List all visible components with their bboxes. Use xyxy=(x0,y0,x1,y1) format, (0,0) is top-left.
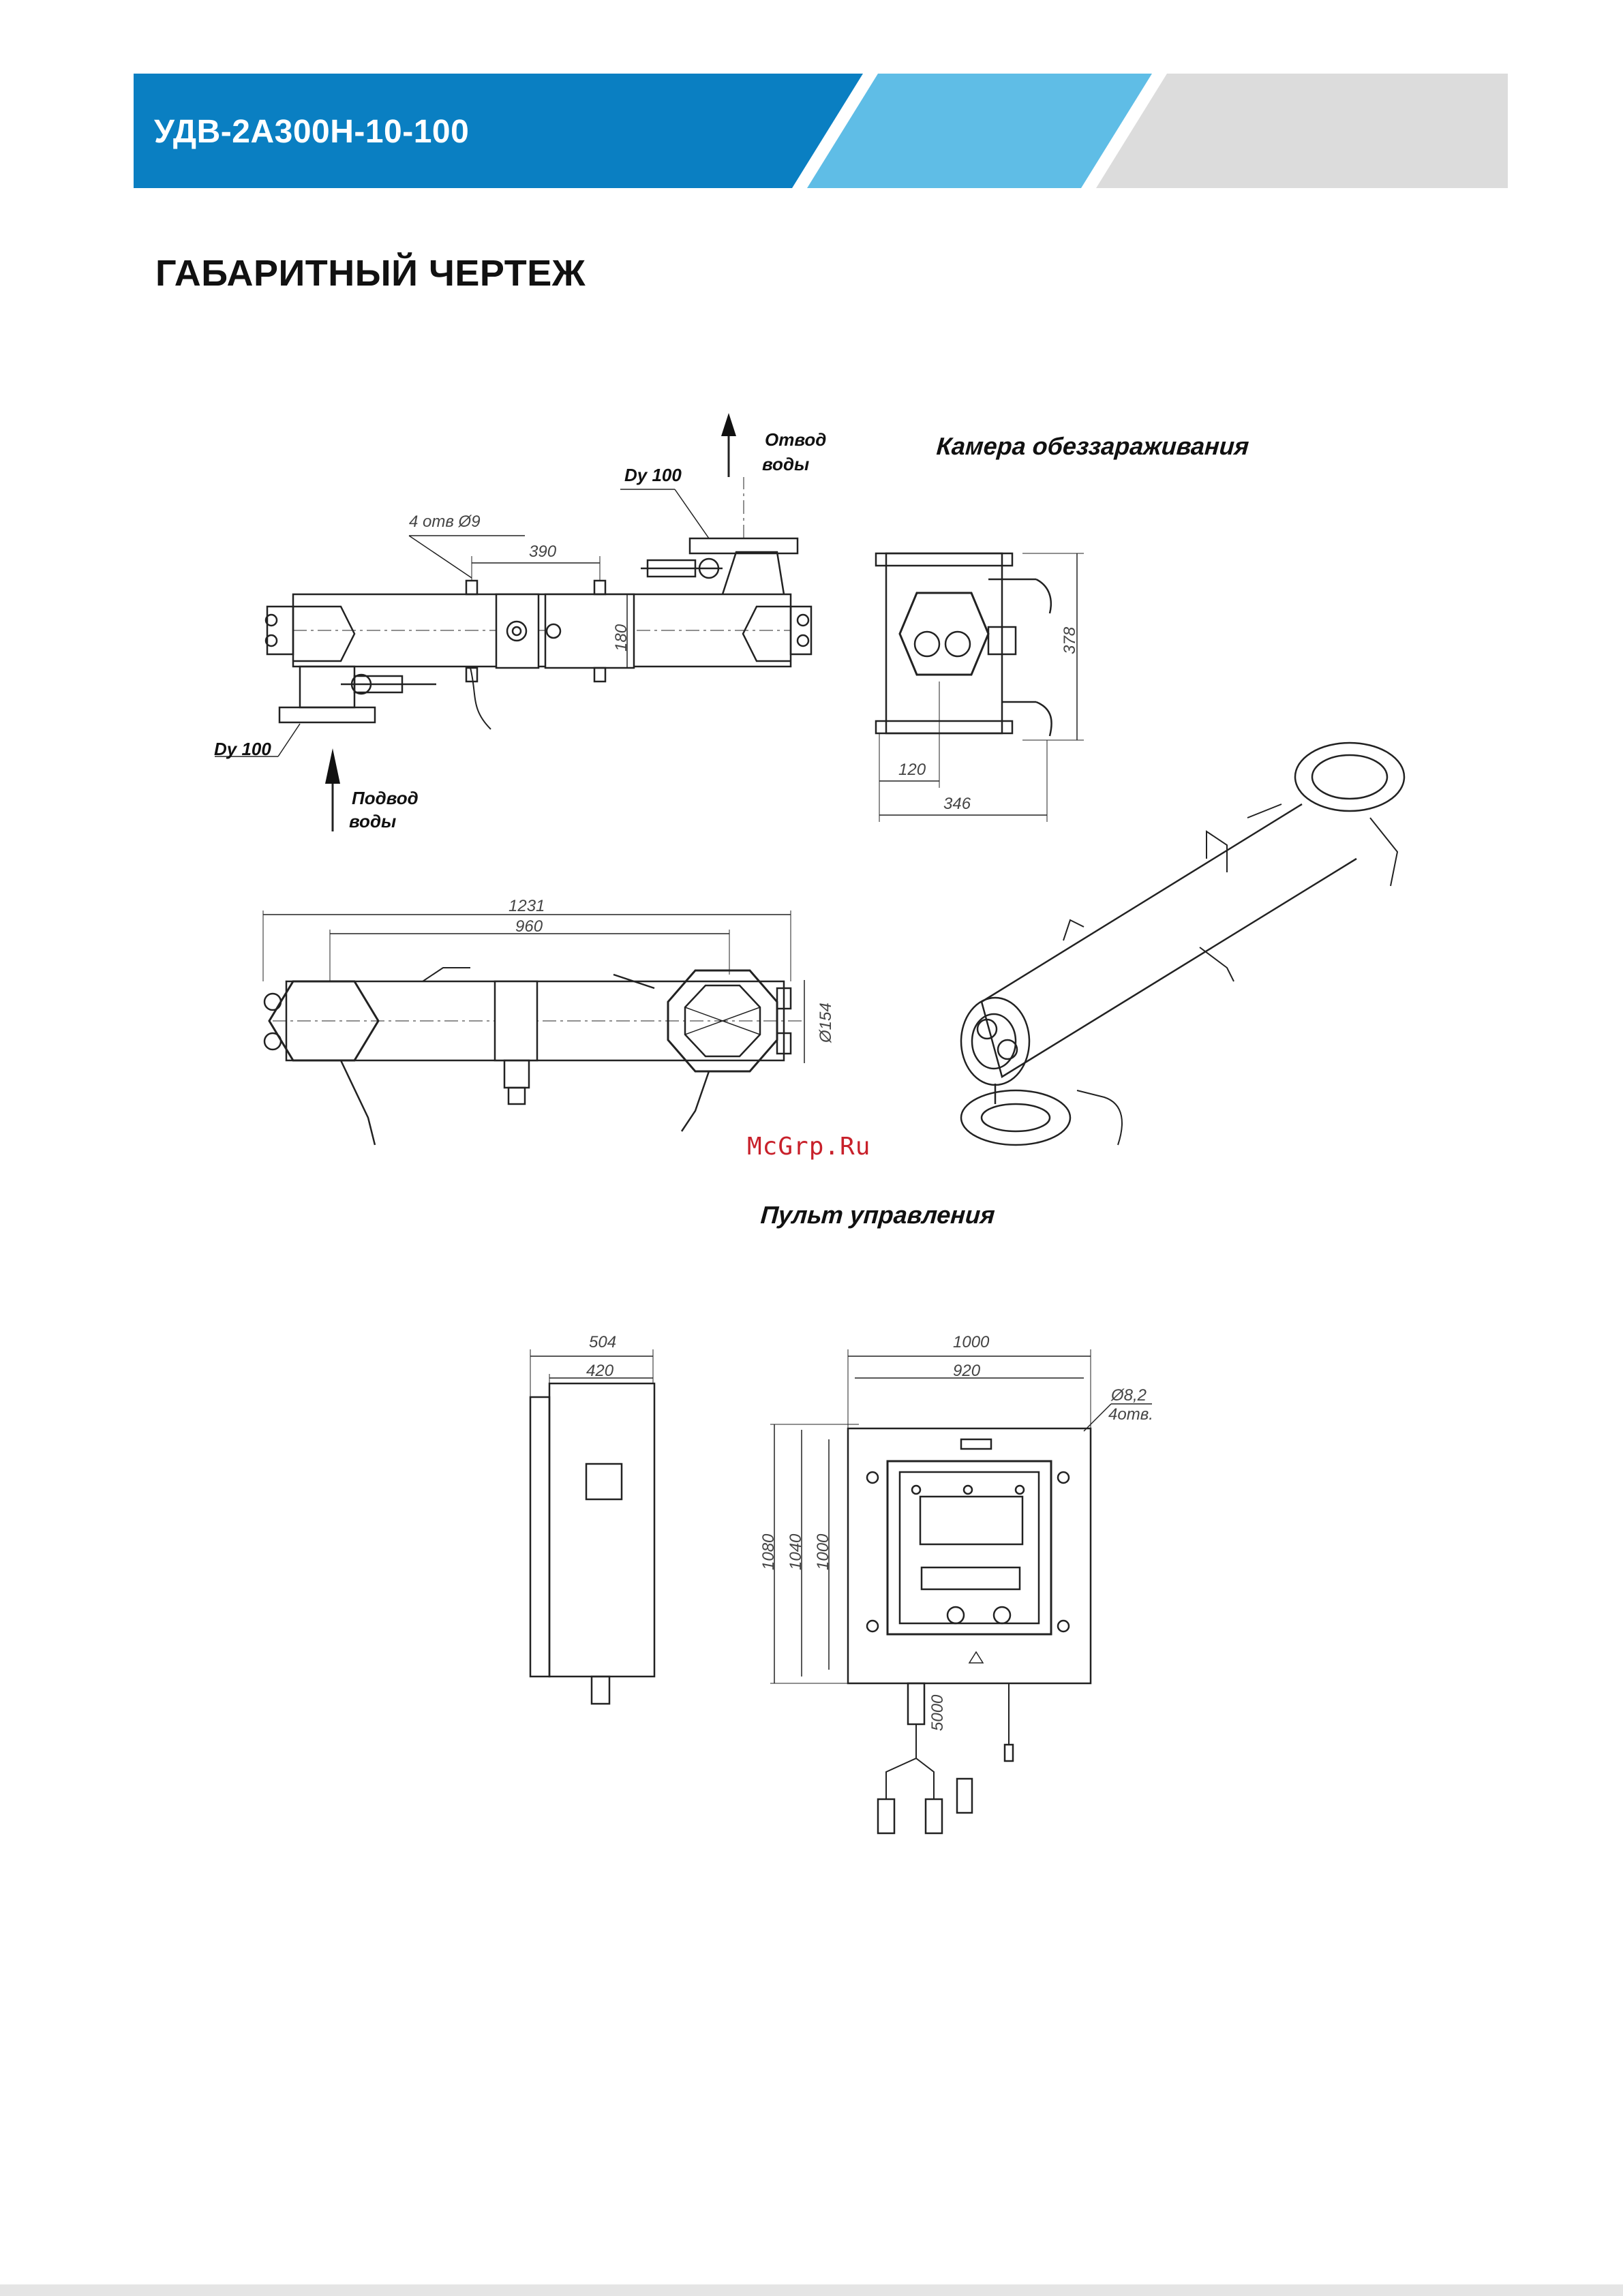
outlet-dn-label: Dy 100 xyxy=(624,465,682,486)
footer-strip xyxy=(0,2284,1623,2296)
dimension-346: 346 xyxy=(943,795,971,814)
dimension-920: 920 xyxy=(953,1362,980,1381)
dimension-1000-height: 1000 xyxy=(814,1534,833,1570)
dimension-1231: 1231 xyxy=(509,897,545,916)
chamber-front-view xyxy=(263,910,804,1145)
panel-holes-line1: Ø8,2 xyxy=(1111,1386,1147,1405)
panel-front-view xyxy=(770,1349,1152,1833)
dimension-1080: 1080 xyxy=(759,1534,778,1570)
chamber-top-view xyxy=(215,413,811,831)
panel-holes-line2: 4отв. xyxy=(1108,1405,1153,1424)
dimension-504: 504 xyxy=(589,1333,616,1352)
panel-side-view xyxy=(530,1349,654,1704)
holes-dimension: 4 отв Ø9 xyxy=(409,512,481,532)
dimension-120: 120 xyxy=(898,761,926,780)
outlet-label-line1: Отвод xyxy=(765,429,826,450)
inlet-dn-label: Dy 100 xyxy=(214,739,271,760)
watermark: McGrp.Ru xyxy=(747,1133,870,1161)
dimension-1040: 1040 xyxy=(787,1534,806,1570)
dimension-5000: 5000 xyxy=(928,1695,947,1731)
chamber-side-view xyxy=(876,553,1084,822)
dimension-1000-width: 1000 xyxy=(953,1333,989,1352)
dimension-390: 390 xyxy=(529,542,556,562)
dimension-180: 180 xyxy=(612,624,631,652)
dimension-420: 420 xyxy=(586,1362,613,1381)
inlet-label-line1: Подвод xyxy=(352,788,419,809)
dimension-378: 378 xyxy=(1061,627,1080,654)
outlet-label-line2: воды xyxy=(762,454,809,475)
panel-caption: Пульт управления xyxy=(760,1201,996,1229)
chamber-caption: Камера обеззараживания xyxy=(936,432,1250,461)
dimension-960: 960 xyxy=(515,917,543,936)
dimension-154: Ø154 xyxy=(817,1002,836,1043)
inlet-label-line2: воды xyxy=(349,811,396,832)
chamber-isometric-view xyxy=(961,743,1404,1145)
